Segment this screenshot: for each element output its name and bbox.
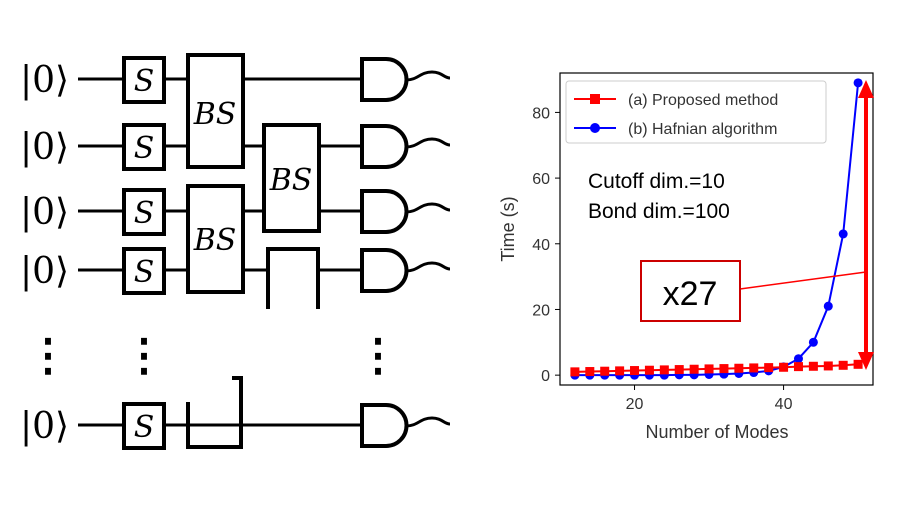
- beamsplitter-box-3: [186, 184, 245, 294]
- data-point-proposed: [659, 365, 669, 375]
- beamsplitter-label-1: BS: [193, 97, 237, 132]
- beamsplitter-label-3: BS: [193, 223, 237, 258]
- axis-ticks: 20 40 0 20 40 60 80: [532, 105, 792, 413]
- data-point-proposed: [570, 367, 580, 377]
- squeezer-box-2: [122, 123, 166, 171]
- squeezer-label-5: S: [134, 410, 155, 445]
- data-point-proposed: [749, 363, 759, 373]
- beamsplitter-box-1: [186, 53, 245, 169]
- ratio-arrow-head-bottom: [858, 352, 874, 370]
- photonic-circuit: S S S S S BS BS BS: [20, 53, 451, 450]
- output-wave-icon: [405, 261, 451, 273]
- ratio-label-box: [640, 260, 741, 322]
- data-point-proposed: [644, 365, 654, 375]
- detector-icon: [360, 189, 409, 234]
- detector-icon: [360, 57, 409, 102]
- detector-icon: [360, 248, 409, 293]
- data-point-hafnian: [823, 301, 833, 311]
- x-axis-label: Number of Modes: [645, 422, 788, 442]
- ratio-label: x27: [663, 275, 718, 313]
- legend-marker-proposed: [590, 94, 600, 104]
- legend-box: [565, 80, 827, 144]
- input-ket-5: |0⟩: [20, 406, 69, 447]
- output-wave-icon: [405, 70, 451, 82]
- detector-icon: [360, 403, 409, 448]
- ellipsis-squeezers: ⋮: [122, 330, 166, 381]
- output-wave-icon: [405, 137, 451, 149]
- y-tick-label: 80: [532, 105, 550, 122]
- input-ket-1: |0⟩: [20, 60, 69, 101]
- y-tick-label: 40: [532, 237, 550, 254]
- data-point-hafnian: [808, 337, 818, 347]
- data-point-proposed: [734, 363, 744, 373]
- data-point-proposed: [793, 362, 803, 372]
- ratio-pointer-line: [739, 271, 867, 290]
- y-tick-label: 20: [532, 302, 550, 319]
- squeezer-box-5: [122, 402, 166, 450]
- squeezer-box-1: [122, 56, 166, 104]
- data-point-proposed: [689, 364, 699, 374]
- data-point-proposed: [808, 361, 818, 371]
- data-point-proposed: [823, 361, 833, 371]
- x-tick-label: 20: [626, 396, 644, 413]
- output-wave-icon: [405, 202, 451, 214]
- data-point-proposed: [853, 359, 863, 369]
- data-point-proposed: [764, 363, 774, 373]
- input-ket-2: |0⟩: [20, 127, 69, 168]
- legend-label-hafnian: (b) Hafnian algorithm: [628, 121, 777, 138]
- beamsplitters: BS BS BS: [186, 53, 321, 449]
- data-point-hafnian: [793, 354, 803, 364]
- input-ket-4: |0⟩: [20, 251, 69, 292]
- data-point-hafnian: [853, 78, 863, 88]
- squeezer-label-2: S: [134, 131, 155, 166]
- ellipsis-detectors: ⋮: [356, 330, 400, 381]
- input-ket-3: |0⟩: [20, 192, 69, 233]
- data-point-proposed: [600, 366, 610, 376]
- detector-icon: [360, 124, 409, 169]
- legend-marker-hafnian: [590, 123, 600, 133]
- squeezer-box-4: [122, 247, 166, 295]
- data-point-hafnian: [838, 229, 848, 239]
- beamsplitter-label-2: BS: [269, 163, 313, 198]
- beamsplitter-box-2: [262, 123, 321, 233]
- detectors: [360, 57, 409, 448]
- squeezer-box-3: [122, 188, 166, 236]
- data-point-proposed: [704, 364, 714, 374]
- data-point-proposed: [838, 360, 848, 370]
- data-point-proposed: [615, 366, 625, 376]
- ellipses: ⋮ ⋮ ⋮: [26, 330, 400, 381]
- data-point-proposed: [674, 365, 684, 375]
- squeezer-label-3: S: [134, 196, 155, 231]
- squeezer-label-1: S: [134, 64, 155, 99]
- legend: (a) Proposed method (b) Hafnian algorith…: [565, 80, 827, 144]
- data-point-proposed: [779, 362, 789, 372]
- beamsplitter-partial-last-row: [186, 376, 243, 449]
- output-wave-icon: [405, 416, 451, 428]
- ratio-arrow-head-top: [858, 80, 874, 98]
- output-waves: [405, 70, 451, 428]
- input-states: |0⟩ |0⟩ |0⟩ |0⟩ |0⟩: [20, 60, 69, 447]
- squeezers: S S S S S: [122, 56, 166, 450]
- y-tick-label: 0: [541, 368, 550, 385]
- annotation-cutoff: Cutoff dim.=10: [588, 170, 725, 193]
- timing-plot: 20 40 0 20 40 60 80 Number of Modes Time (s) (…: [498, 72, 874, 442]
- y-axis-label: Time (s): [498, 196, 518, 261]
- series-layer: [570, 78, 863, 380]
- legend-label-proposed: (a) Proposed method: [628, 92, 778, 109]
- annotation-bond: Bond dim.=100: [588, 200, 730, 223]
- data-point-proposed: [630, 366, 640, 376]
- y-tick-label: 60: [532, 171, 550, 188]
- beamsplitter-partial-row4: [266, 247, 320, 309]
- squeezer-label-4: S: [134, 255, 155, 290]
- data-point-proposed: [585, 367, 595, 377]
- data-point-proposed: [719, 364, 729, 374]
- ellipsis-inputs: ⋮: [26, 330, 70, 381]
- x-tick-label: 40: [775, 396, 793, 413]
